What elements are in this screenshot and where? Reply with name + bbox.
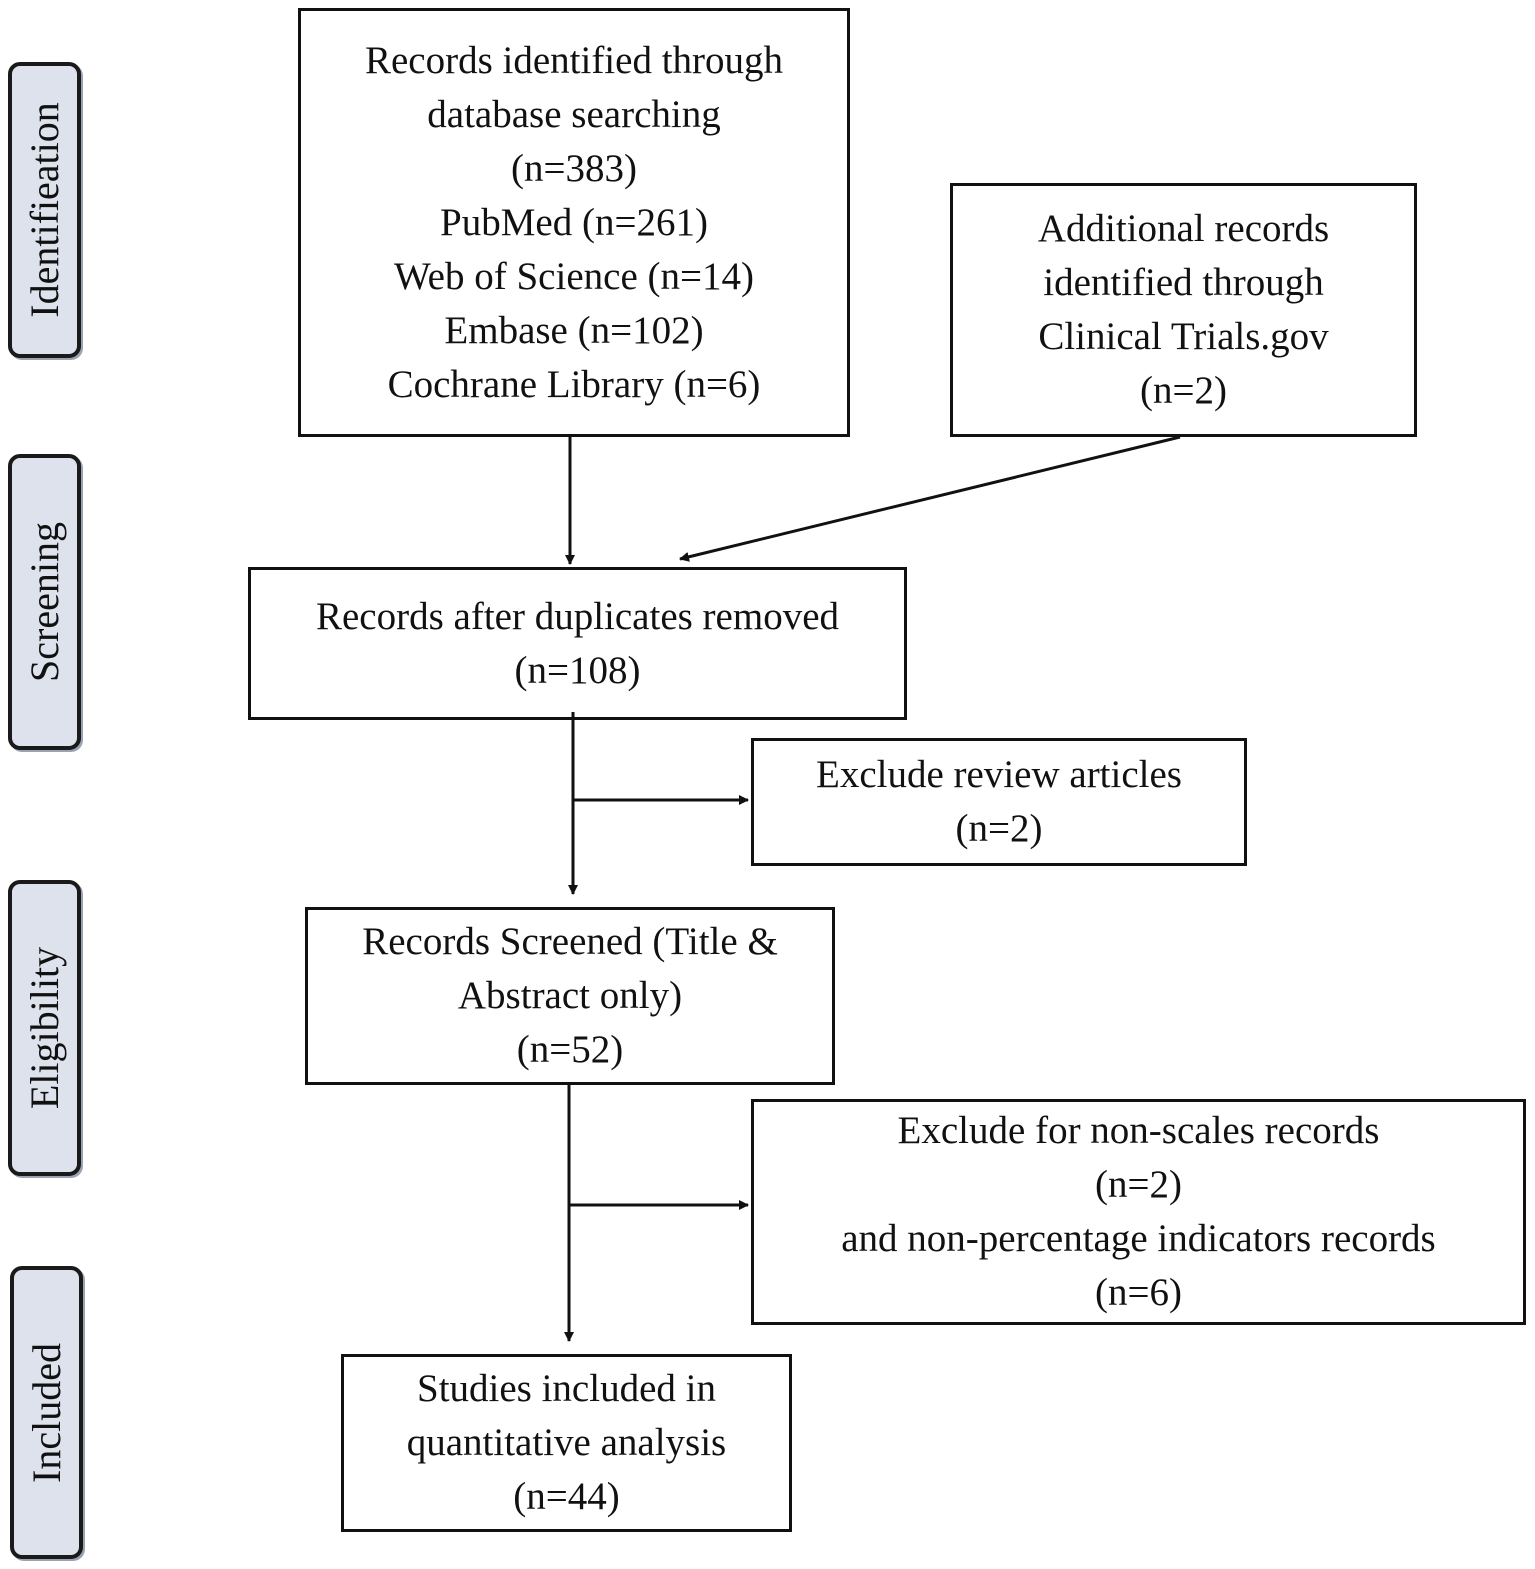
exclude-non-scales-box: Exclude for non-scales records (n=2) and…	[751, 1099, 1526, 1325]
database-search-line-6: Embase (n=102)	[444, 308, 704, 352]
additional-records-line-2: identified through	[1043, 261, 1324, 304]
studies-included-box: Studies included in quantitative analysi…	[341, 1354, 792, 1532]
exclude-non-scales-line-1: Exclude for non-scales records	[897, 1109, 1380, 1152]
duplicates-removed-box: Records after duplicates removed (n=108)	[248, 567, 907, 720]
duplicates-removed-line-1: Records after duplicates removed	[315, 594, 840, 638]
stage-screening: Screening	[8, 454, 81, 750]
database-search-line-1: Records identified through	[364, 38, 784, 82]
database-search-box: Records identified through database sear…	[298, 8, 850, 437]
stage-eligibility: Eligibility	[8, 880, 81, 1176]
studies-included-line-3: (n=44)	[513, 1475, 620, 1518]
additional-records-line-3: Clinical Trials.gov	[1038, 315, 1329, 358]
exclude-reviews-box: Exclude review articles (n=2)	[751, 738, 1247, 866]
additional-records-line-4: (n=2)	[1140, 369, 1227, 412]
exclude-reviews-line-1: Exclude review articles	[816, 753, 1182, 796]
exclude-reviews-line-2: (n=2)	[955, 807, 1043, 850]
exclude-non-scales-line-2: (n=2)	[1095, 1163, 1182, 1206]
database-search-line-2: database searching	[427, 92, 721, 136]
records-screened-line-2: Abstract only)	[457, 974, 683, 1017]
additional-records-line-1: Additional records	[1037, 207, 1330, 250]
duplicates-removed-line-2: (n=108)	[514, 648, 641, 692]
studies-included-line-1: Studies included in	[417, 1367, 716, 1410]
exclude-non-scales-line-4: (n=6)	[1095, 1271, 1182, 1314]
studies-included-line-2: quantitative analysis	[406, 1421, 727, 1464]
database-search-line-5: Web of Science (n=14)	[394, 254, 754, 298]
additional-records-box: Additional records identified through Cl…	[950, 183, 1417, 437]
database-search-line-7: Cochrane Library (n=6)	[387, 362, 761, 406]
arrow-additional-to-duplicates	[679, 435, 1181, 562]
records-screened-box: Records Screened (Title & Abstract only)…	[305, 907, 835, 1085]
records-screened-line-1: Records Screened (Title &	[362, 920, 778, 963]
database-search-line-4: PubMed (n=261)	[440, 200, 708, 244]
database-search-line-3: (n=383)	[511, 146, 637, 190]
stage-identification: Identifieation	[8, 62, 81, 358]
records-screened-line-3: (n=52)	[516, 1028, 624, 1071]
exclude-non-scales-line-3: and non-percentage indicators records	[841, 1217, 1436, 1260]
stage-included: Included	[10, 1266, 83, 1559]
